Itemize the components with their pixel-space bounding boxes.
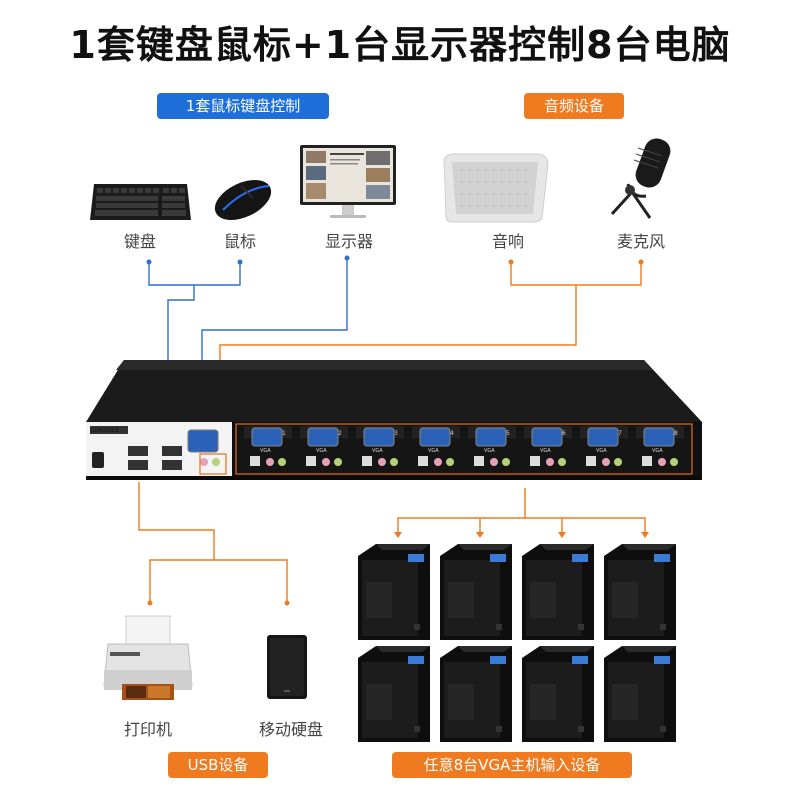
kvm-port-label: VGA xyxy=(372,448,383,454)
kvm-port-label: VGA xyxy=(316,448,327,454)
kvm-port-label: VGA xyxy=(596,448,607,454)
host-pc-7 xyxy=(522,646,594,742)
audio-group-badge: 音频设备 xyxy=(524,93,624,119)
keyboard-label: 键盘 xyxy=(123,232,156,251)
keyboard-icon xyxy=(90,184,191,220)
control-group-badge: 1套鼠标键盘控制 xyxy=(157,93,329,119)
kvm-port-number: 4 xyxy=(450,430,454,437)
hard-drive-icon xyxy=(267,635,307,699)
hard-drive-label: 移动硬盘 xyxy=(258,720,323,739)
hosts-group-badge: 任意8台VGA主机输入设备 xyxy=(392,752,632,778)
usb-line xyxy=(138,482,215,603)
kvm-port-number: 6 xyxy=(562,430,566,437)
kvm-port-label: VGA xyxy=(428,448,439,454)
host-computers xyxy=(358,544,676,742)
page-title: 1套键盘鼠标+1台显示器控制8台电脑 xyxy=(69,23,731,67)
audio-line xyxy=(510,262,642,286)
host-pc-5 xyxy=(358,646,430,742)
printer-label: 打印机 xyxy=(123,720,172,739)
kvm-port-number: 7 xyxy=(618,430,622,437)
monitor-label: 显示器 xyxy=(324,232,373,251)
host-pc-2 xyxy=(440,544,512,640)
host-line-b xyxy=(525,517,646,535)
mouse-label: 鼠标 xyxy=(223,232,256,251)
microphone-label: 麦克风 xyxy=(616,232,665,251)
usb-group-badge: USB设备 xyxy=(168,752,268,778)
host-pc-1 xyxy=(358,544,430,640)
kvm-port-number: 1 xyxy=(282,430,286,437)
kvm-port-number: 5 xyxy=(506,430,510,437)
kvm-port-number: 3 xyxy=(394,430,398,437)
host-pc-6 xyxy=(440,646,512,742)
kvm-port-label: VGA xyxy=(652,448,663,454)
kvm-port-label: VGA xyxy=(260,448,271,454)
speaker-icon xyxy=(443,153,549,223)
usb-line-hdd xyxy=(214,559,288,603)
monitor-icon xyxy=(300,145,396,218)
microphone-icon xyxy=(610,138,671,219)
kvm-port-number: 8 xyxy=(674,430,678,437)
console-label: CONSOLE xyxy=(90,427,119,434)
host-line xyxy=(397,488,526,535)
printer-icon xyxy=(103,615,193,700)
speaker-label: 音响 xyxy=(491,232,524,251)
mouse-icon xyxy=(214,180,272,220)
host-pc-3 xyxy=(522,544,594,640)
kvm-port-label: VGA xyxy=(484,448,495,454)
host-pc-8 xyxy=(604,646,676,742)
host-pc-4 xyxy=(604,544,676,640)
kvm-port-number: 2 xyxy=(338,430,342,437)
keyboard-line xyxy=(148,262,241,286)
kvm-port-label: VGA xyxy=(540,448,551,454)
